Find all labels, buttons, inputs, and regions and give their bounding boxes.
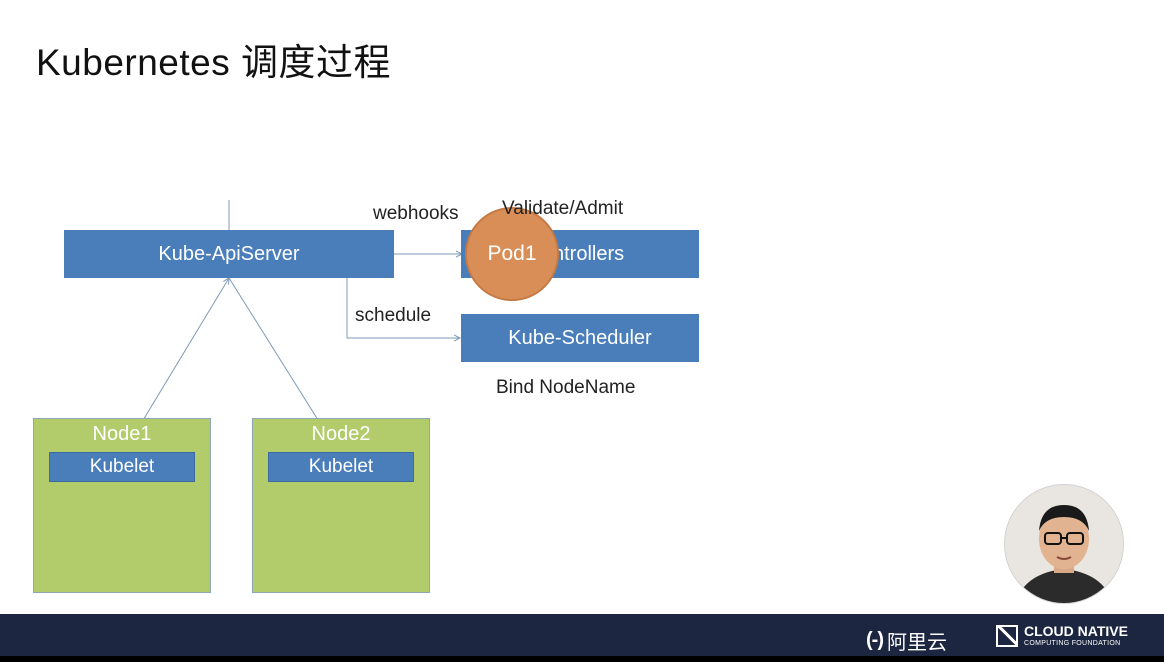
scheduler-box: Kube-Scheduler [461,314,699,362]
node2-label: Node2 [311,423,371,445]
cncf-main-text: CLOUD NATIVE [1024,623,1128,639]
cncf-logo: CLOUD NATIVE COMPUTING FOUNDATION [996,624,1128,647]
apiserver-box: Kube-ApiServer [64,230,394,278]
node2-kubelet: Kubelet [268,452,414,482]
presenter-avatar [1004,484,1124,604]
node2-kubelet-label: Kubelet [308,456,374,477]
node1-box: Node1 Kubelet [33,418,211,593]
node1-kubelet-label: Kubelet [89,456,155,477]
node1-label: Node1 [92,423,152,445]
schedule-arrow [347,278,460,338]
apiserver-label: Kube-ApiServer [158,242,300,265]
aliyun-logo: (-) 阿里云 [866,626,947,655]
webhooks-label: webhooks [373,203,459,224]
scheduler-label: Kube-Scheduler [508,326,652,349]
page-title: Kubernetes 调度过程 [36,42,392,83]
person-icon [1005,485,1123,603]
controllers-label: ntrollers [553,242,625,265]
cncf-sub-text: COMPUTING FOUNDATION [1024,640,1121,647]
aliyun-logo-text: 阿里云 [886,632,947,654]
pod-label: Pod1 [487,242,537,265]
node2-box: Node2 Kubelet [252,418,430,593]
pod-circle: Pod1 [465,207,559,301]
aliyun-logo-icon: (-) [866,629,884,651]
bind-label: Bind NodeName [496,377,636,398]
node1-kubelet: Kubelet [49,452,195,482]
footer-bar: (-) 阿里云 CLOUD NATIVE COMPUTING FOUNDATIO… [0,614,1164,662]
cncf-icon [996,624,1018,647]
bottom-edge [0,656,1164,662]
validate-label: Validate/Admit [502,198,624,219]
schedule-label: schedule [355,305,432,326]
